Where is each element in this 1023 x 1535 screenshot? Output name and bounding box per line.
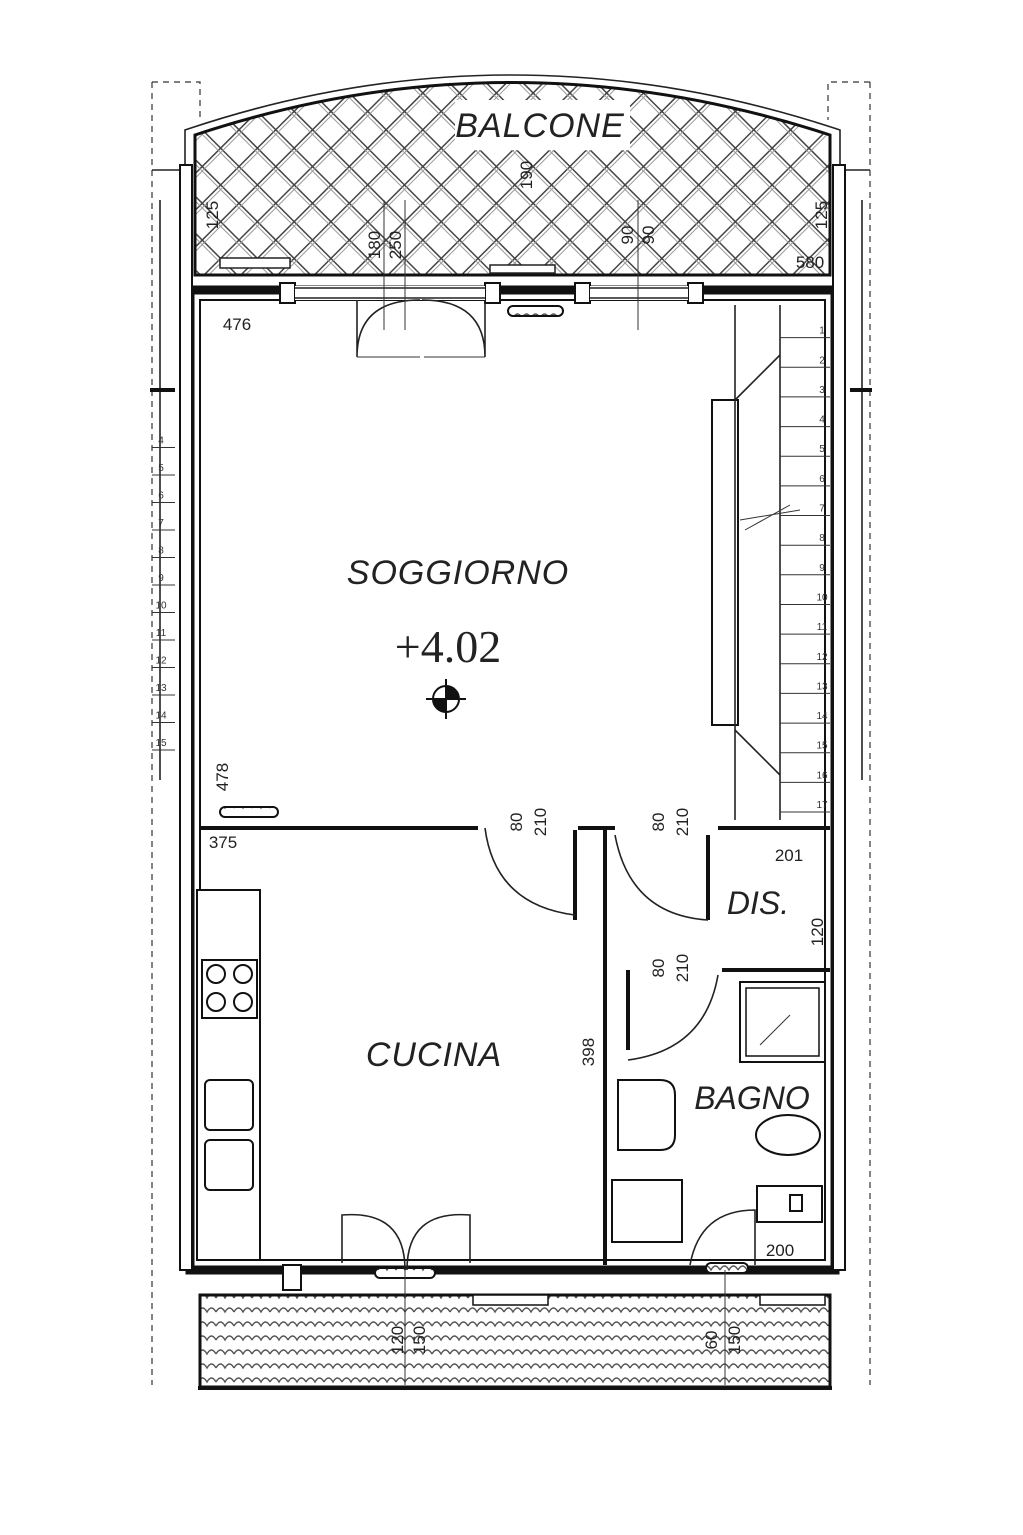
dim-balcony-190: 190 bbox=[517, 161, 536, 189]
dim-door2-210: 210 bbox=[673, 808, 692, 836]
dim-living-476: 476 bbox=[223, 315, 251, 334]
dim-door1-80: 80 bbox=[507, 813, 526, 832]
dim-hall-120: 120 bbox=[808, 918, 827, 946]
neighbour-stair-number: 7 bbox=[158, 518, 164, 529]
exterior-walls bbox=[179, 164, 846, 1275]
stair-step-number: 2 bbox=[819, 355, 825, 366]
neighbour-stair-number: 8 bbox=[158, 546, 164, 557]
stair-step-number: 17 bbox=[816, 800, 828, 811]
level-marker-icon bbox=[426, 679, 466, 719]
balcony-area bbox=[184, 74, 841, 277]
interior-doors bbox=[484, 827, 756, 1266]
dim-kitchen-375: 375 bbox=[209, 833, 237, 852]
stair-step-number: 15 bbox=[816, 741, 828, 752]
neighbour-stair-number: 6 bbox=[158, 491, 164, 502]
stair-step-number: 5 bbox=[819, 444, 825, 455]
dim-balcony-left-125: 125 bbox=[203, 201, 222, 229]
dim-terrace-door-150: 150 bbox=[410, 1326, 429, 1354]
right-neighbour-stairs bbox=[850, 200, 872, 780]
neighbour-stair-number: 5 bbox=[158, 463, 164, 474]
living-room-label: SOGGIORNO bbox=[347, 554, 569, 592]
neighbour-stair-number: 10 bbox=[155, 601, 167, 612]
kitchen-counter bbox=[196, 889, 261, 1261]
dim-terrace-win-150: 150 bbox=[725, 1326, 744, 1354]
dim-balcony-580: 580 bbox=[796, 253, 824, 272]
dim-door3-210: 210 bbox=[673, 954, 692, 982]
top-openings bbox=[279, 282, 704, 304]
stair-step-number: 13 bbox=[816, 681, 828, 692]
left-neighbour-stairs: 4 5 6 7 8 9 10 11 12 13 14 15 bbox=[150, 200, 175, 780]
hall-label: DIS. bbox=[727, 885, 789, 921]
stair-step-number: 11 bbox=[817, 622, 828, 633]
stair-step-number: 16 bbox=[816, 770, 828, 781]
dim-door-180: 180 bbox=[365, 231, 384, 259]
balcony-label: BALCONE bbox=[455, 107, 625, 145]
dim-bath-200: 200 bbox=[766, 1241, 794, 1260]
internal-walls bbox=[200, 826, 830, 1265]
stair-step-number: 9 bbox=[819, 563, 825, 574]
neighbour-stair-number: 15 bbox=[155, 738, 167, 749]
dim-kitchen-398: 398 bbox=[579, 1038, 598, 1066]
dim-living-478: 478 bbox=[213, 763, 232, 791]
dim-hall-201: 201 bbox=[775, 846, 803, 865]
dim-balcony-right-125: 125 bbox=[812, 201, 831, 229]
neighbour-stair-number: 11 bbox=[156, 628, 167, 639]
bathroom-label: BAGNO bbox=[694, 1080, 810, 1116]
neighbour-stair-number: 9 bbox=[158, 573, 164, 584]
dim-door1-210: 210 bbox=[531, 808, 550, 836]
stair-step-number: 8 bbox=[819, 533, 825, 544]
dim-door2-80: 80 bbox=[649, 813, 668, 832]
neighbour-stair-number: 14 bbox=[155, 711, 167, 722]
stair-step-number: 14 bbox=[816, 711, 828, 722]
stair-step-number: 7 bbox=[819, 504, 825, 515]
dim-win-90b: 90 bbox=[639, 226, 658, 245]
dim-door-250: 250 bbox=[386, 231, 405, 259]
french-door-top bbox=[356, 200, 639, 358]
stair-step-number: 10 bbox=[816, 593, 828, 604]
dim-door3-80: 80 bbox=[649, 959, 668, 978]
stair-step-number: 4 bbox=[819, 415, 825, 426]
stair-step-number: 6 bbox=[819, 474, 825, 485]
kitchen-label: CUCINA bbox=[366, 1036, 502, 1074]
neighbour-stair-number: 4 bbox=[158, 436, 164, 447]
french-door-bottom bbox=[341, 1213, 726, 1385]
elevation-label: +4.02 bbox=[395, 621, 501, 672]
neighbour-stair-number: 12 bbox=[155, 656, 167, 667]
stair-step-number: 12 bbox=[816, 652, 828, 663]
dim-terrace-door-120: 120 bbox=[388, 1326, 407, 1354]
stair-step-number: 3 bbox=[819, 385, 825, 396]
bathroom-fixtures bbox=[611, 981, 826, 1243]
dim-win-90a: 90 bbox=[618, 226, 637, 245]
neighbour-stair-number: 13 bbox=[155, 683, 167, 694]
stair-step-number: 1 bbox=[819, 326, 825, 337]
dim-terrace-win-60: 60 bbox=[702, 1331, 721, 1350]
